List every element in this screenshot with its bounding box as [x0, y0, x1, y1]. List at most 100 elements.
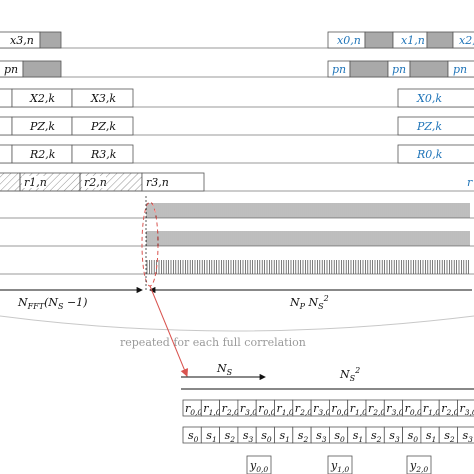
R0k-label: R0,k: [416, 148, 443, 161]
r1n-label-bg: [22, 176, 46, 188]
s-seq-label: s3: [316, 429, 327, 444]
X3k-label: X3,k: [90, 92, 116, 105]
r-seq-label: r3,0: [313, 402, 330, 417]
s-seq-label: s1: [426, 429, 436, 444]
pointer-line: [149, 285, 189, 377]
s-seq-label: s1: [206, 429, 216, 444]
row-X-spectrum: X2,k X3,k X0,k: [0, 88, 474, 108]
R3k-block: [71, 144, 134, 164]
r-seq-label: r1,0: [350, 402, 367, 417]
r-seq-label: r1,0: [277, 402, 294, 417]
r-seq-label: r2,0: [368, 402, 385, 417]
r-seq-label: r1,0: [423, 402, 440, 417]
tick-row-3: [146, 260, 469, 274]
r1n-label: r1,n: [24, 176, 47, 189]
R0k-block: [397, 144, 474, 164]
pn-right-1-label: pn: [332, 63, 346, 76]
R-partial-block: [0, 144, 13, 164]
tick-rows: [0, 203, 474, 275]
PZk-right-block: [397, 116, 474, 136]
x2n-block: [452, 31, 474, 49]
PZk-right-label: PZ,k: [416, 120, 442, 133]
y-output-box: [246, 455, 272, 474]
r-seq-label: r0,0: [185, 402, 202, 417]
X0k-block: [397, 88, 474, 108]
X0k-label: X0,k: [416, 92, 442, 105]
P-partial-block: [0, 116, 13, 136]
x1n-gray-block: [426, 31, 454, 49]
s-seq-label: s0: [261, 429, 272, 444]
row-x-samples: x3,n x0,n x1,n x2,: [0, 31, 474, 49]
expansion-arrows: NS NS2: [181, 362, 474, 390]
r3n-block: [141, 172, 205, 192]
span-left-label: NFFT(NS −1): [17, 296, 87, 311]
y-output-box: [406, 455, 432, 474]
pn-right-2-label: pn: [392, 63, 406, 76]
s-seq-label: s0: [408, 429, 419, 444]
r3n-label: r3,n: [146, 176, 169, 189]
y-output-box: [327, 455, 353, 474]
s-sequence-row: s0 s1 s2 s3 s0 s1 s2 s3 s0 s1 s2 s3 s0 s1 s2 s3: [182, 426, 474, 444]
s-seq-label: s1: [280, 429, 290, 444]
grouping-curve: [0, 315, 474, 332]
r-right-partial-label: r: [467, 176, 473, 189]
pn-right-1-gray: [349, 60, 389, 78]
r-seq-label: r0,0: [405, 402, 422, 417]
r-seq-label: r2,0: [295, 402, 312, 417]
s-seq-label: s3: [243, 429, 254, 444]
x0n-label: x0,n: [337, 34, 361, 47]
x1n-label: x1,n: [401, 34, 425, 47]
r-seq-label: r3,0: [460, 402, 474, 417]
r-seq-label: r0,0: [258, 402, 275, 417]
X-partial-block: [0, 88, 13, 108]
tick-row-1: [146, 203, 470, 218]
X3k-block: [71, 88, 134, 108]
r-seq-label: r3,0: [386, 402, 403, 417]
row-r-correlation: r1,n r2,n r3,n r: [0, 172, 474, 192]
R2k-label: R2,k: [29, 148, 56, 161]
PZk-label-2: PZ,k: [90, 120, 116, 133]
X2k-label: X2,k: [29, 92, 55, 105]
x0n-gray-block: [364, 31, 394, 49]
pn-right-3-label: pn: [453, 63, 467, 76]
y-output-label: y1,0: [330, 459, 349, 474]
r-partial-hatched: [0, 172, 21, 192]
tick-row-2: [146, 231, 470, 246]
y-output-label: y0,0: [249, 459, 268, 474]
repeat-note: repeated for each full correlation: [120, 336, 306, 349]
R3k-label: R3,k: [90, 148, 117, 161]
pn-label: pn: [4, 63, 18, 76]
s-seq-cell: [457, 426, 474, 444]
pn-gray-block: [22, 60, 62, 78]
PZk-block-2: [71, 116, 134, 136]
row-P-spectrum: PZ,k PZ,k PZ,k: [0, 116, 474, 136]
r-seq-label: r2,0: [441, 402, 458, 417]
r-seq-label: r1,0: [203, 402, 220, 417]
pn-right-3-block: [447, 60, 474, 78]
span-right-label: NP NS2: [289, 294, 329, 311]
x3n-label: x3,n: [10, 34, 34, 47]
span-arrows: NFFT(NS −1) NP NS2: [0, 286, 472, 311]
s-seq-label: s2: [371, 429, 382, 444]
s-seq-label: s2: [225, 429, 236, 444]
PZk-label-1: PZ,k: [29, 120, 55, 133]
x3n-gray-block: [39, 31, 62, 49]
s-seq-label: s0: [334, 429, 345, 444]
x2n-label: x2,: [459, 34, 474, 47]
s-seq-label: s2: [298, 429, 309, 444]
s-seq-label: s1: [353, 429, 363, 444]
row-p-samples: pn pn pn pn: [0, 60, 474, 78]
r-seq-label: r2,0: [222, 402, 239, 417]
pn-right-2-gray: [409, 60, 449, 78]
r2n-label: r2,n: [84, 176, 107, 189]
r-seq-label: r3,0: [240, 402, 257, 417]
s-seq-label: s3: [463, 429, 474, 444]
row-R-spectrum: R2,k R3,k R0,k: [0, 144, 474, 164]
s-seq-label: s2: [444, 429, 455, 444]
s-seq-label: s3: [389, 429, 400, 444]
s-seq-label: s0: [188, 429, 199, 444]
ns-label: NS: [216, 362, 233, 377]
